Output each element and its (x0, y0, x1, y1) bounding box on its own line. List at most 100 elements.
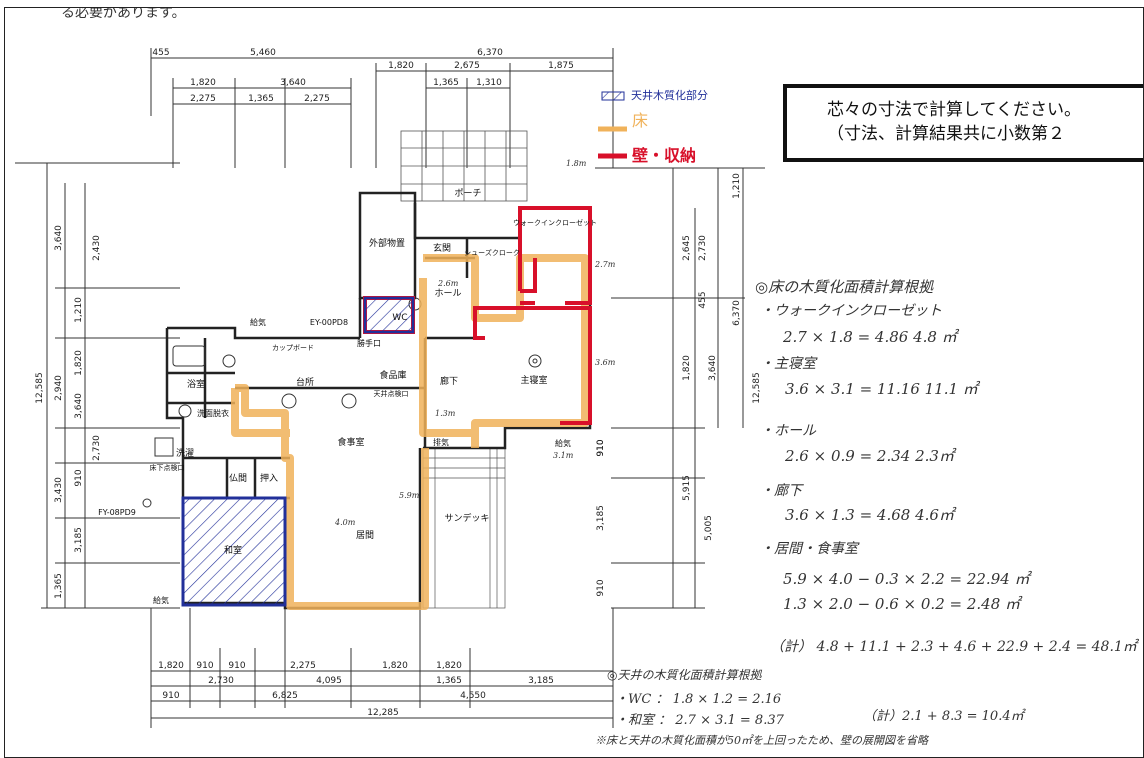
room-duct-2: FY-08PD9 (98, 508, 136, 517)
calc-master-label: ・主寝室 (760, 356, 816, 372)
room-sundeck: サンデッキ (444, 512, 489, 524)
room-backdoor: 勝手口 (357, 338, 381, 348)
dim-left-c1-d: 1,365 (54, 573, 64, 599)
dim-right-c1-d: 910 (596, 439, 606, 456)
calc-corr-formula: 3.6 × 1.3 = 4.68 4.6㎡ (785, 506, 954, 524)
room-hall: ホール (434, 288, 461, 299)
calc-title: ◎床の木質化面積計算根拠 (755, 278, 934, 296)
calc-living-label: ・居間・食事室 (760, 541, 858, 557)
dim-right-c2-c: 5,005 (704, 515, 714, 541)
room-wic: ウォークインクローゼット (513, 218, 597, 227)
dim-right-c3-b: 6,370 (732, 300, 742, 326)
room-floor-inspect: 床下点検口 (150, 463, 185, 472)
dim-right-c3-a: 1,210 (732, 173, 742, 199)
dim-left-c1-b: 2,940 (54, 375, 64, 401)
dim-bot-r1-e: 1,820 (382, 661, 408, 671)
top-caption: る必要があります。 (61, 7, 186, 21)
legend-hatch-swatch (601, 91, 625, 101)
dim-left-c2-a: 1,210 (74, 297, 84, 323)
dim-top-r4-a: 2,275 (190, 94, 216, 104)
hand-dim-27: 2.7m (594, 260, 616, 269)
room-intake-2: 給気 (555, 438, 571, 448)
floor-plan: 455 5,460 6,370 1,820 2,675 1,875 1,820 … (15, 48, 765, 728)
room-dining: 食事室 (337, 436, 364, 448)
room-living: 居間 (356, 530, 374, 541)
dim-top-r2-b: 2,675 (454, 61, 480, 71)
dim-right-extra-a: 910 (596, 439, 606, 456)
dim-left-c2-b: 1,820 (74, 350, 84, 376)
dim-top-r3-d: 1,310 (476, 78, 502, 88)
room-porch: ポーチ (454, 188, 481, 199)
note-line-2: （寸法、計算結果共に小数第２ (827, 124, 1065, 144)
room-butsuma: 仏間 (229, 473, 247, 484)
dim-top-r3-a: 1,820 (190, 78, 216, 88)
instruction-note: 芯々の寸法で計算してください。 （寸法、計算結果共に小数第２ (783, 84, 1143, 162)
left-dimension-lines (15, 162, 180, 609)
legend-wall-label: 壁・収納 (632, 146, 696, 165)
dim-bot-r1-a: 1,820 (158, 661, 184, 671)
right-dimension-lines (595, 167, 765, 609)
room-wc: WC (392, 313, 407, 323)
calc-ceiling-washitsu: ・和室 ： 2.7 × 3.1 = 8.37 (615, 713, 784, 728)
calc-living-formula-1: 5.9 × 4.0 − 0.3 × 2.2 = 22.94 ㎡ (783, 570, 1030, 588)
hand-dim-59: 5.9m (399, 491, 420, 500)
dim-bot-r2-d: 3,185 (528, 676, 554, 686)
bottom-dimension-lines (150, 608, 614, 728)
dim-bot-r2-b: 4,095 (316, 676, 342, 686)
dim-bot-r2-a: 2,730 (208, 676, 234, 686)
calc-living-formula-2: 1.3 × 2.0 − 0.6 × 0.2 = 2.48 ㎡ (783, 595, 1021, 613)
dim-bot-r1-f: 1,820 (436, 661, 462, 671)
room-ceiling-inspect: 天井点検口 (374, 389, 409, 398)
dim-top-r2-c: 1,875 (548, 61, 574, 71)
room-exhaust: 排気 (433, 437, 449, 447)
dim-right-extra-c: 910 (596, 579, 606, 596)
dim-left-outer: 12,585 (35, 372, 45, 404)
dim-bot-r1-d: 2,275 (290, 661, 316, 671)
room-kitchen: 台所 (296, 376, 314, 388)
hand-dim-31: 3.1m (553, 451, 574, 460)
legend: 天井木質化部分 床 壁・収納 (598, 88, 708, 165)
room-pantry: 食品庫 (379, 369, 406, 381)
dim-top-r3-b: 3,640 (280, 78, 306, 88)
room-bath: 浴室 (187, 378, 205, 390)
room-washroom: 洗面脱衣 (197, 408, 229, 418)
top-dimension-lines (150, 48, 614, 168)
dim-left-c2-c: 3,640 (74, 393, 84, 419)
dim-right-c3-c: 12,585 (752, 372, 762, 404)
dim-left-c2-e: 3,185 (74, 527, 84, 553)
legend-floor-label: 床 (632, 111, 648, 130)
dim-left-c2-d: 910 (74, 469, 84, 486)
sundeck-boards (422, 447, 506, 609)
dim-top-r1-b: 5,460 (250, 48, 276, 58)
room-entrance: 玄関 (433, 242, 451, 254)
ceiling-highlight (181, 296, 415, 607)
calc-hall-label: ・ホール (760, 423, 816, 439)
room-corridor: 廊下 (440, 375, 458, 387)
room-cupboard: カップボード (272, 344, 314, 352)
dim-left-c3-b: 2,730 (92, 435, 102, 461)
dim-bot-r1-b: 910 (196, 661, 213, 671)
calc-wic-label: ・ウォークインクローゼット (760, 303, 942, 319)
room-duct-1: EY-00PD8 (310, 318, 348, 327)
dim-top-r2-a: 1,820 (388, 61, 414, 71)
dim-right-extra-b: 3,185 (596, 505, 606, 531)
dim-top-r1-c: 6,370 (477, 48, 503, 58)
dim-right-c1-e: 5,915 (682, 475, 692, 501)
dim-left-c1-c: 3,430 (54, 477, 64, 503)
dim-bot-r2-c: 1,365 (436, 676, 462, 686)
room-washitsu: 和室 (224, 544, 242, 556)
dim-bot-r3-c: 4,550 (460, 691, 486, 701)
calc-hall-formula: 2.6 × 0.9 = 2.34 2.3㎡ (785, 447, 954, 465)
calc-ceiling-title: ◎天井の木質化面積計算根拠 (607, 668, 762, 682)
dim-top-r3-c: 1,365 (433, 78, 459, 88)
dim-bot-r3-a: 910 (162, 691, 179, 701)
room-intake-3: 給気 (153, 595, 169, 605)
dim-left-c3-a: 2,430 (92, 235, 102, 261)
hand-dim-36: 3.6m (595, 358, 616, 367)
dim-top-r4-b: 1,365 (248, 94, 274, 104)
calc-wic-formula: 2.7 × 1.8 = 4.86 4.8 ㎡ (783, 328, 957, 346)
calc-ceiling-wc: ・WC ： 1.8 × 1.2 = 2.16 (615, 692, 782, 707)
dim-bot-r3-b: 6,825 (272, 691, 298, 701)
dim-bot-r4: 12,285 (367, 708, 399, 718)
hand-dim-40: 4.0m (334, 518, 356, 527)
